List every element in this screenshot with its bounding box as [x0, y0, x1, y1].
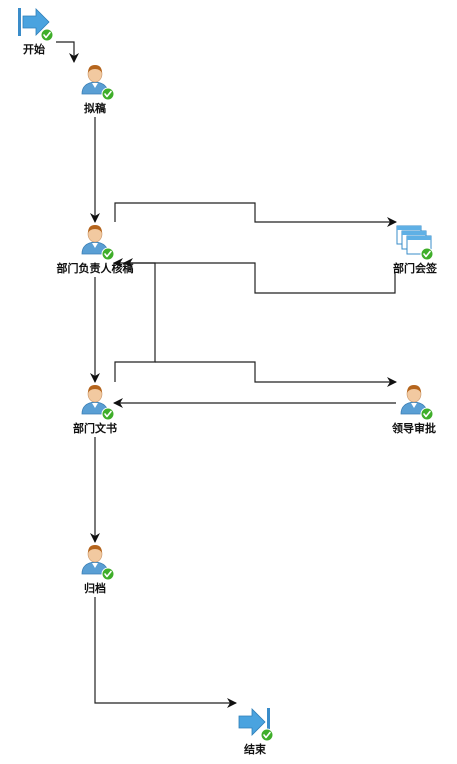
node-label: 领导审批: [391, 421, 436, 435]
node-label: 部门会签: [393, 261, 438, 275]
node-label: 开始: [23, 42, 45, 56]
check-icon: [260, 728, 274, 742]
check-icon: [101, 247, 115, 261]
node-label: 归档: [84, 581, 106, 595]
node-label: 拟稿: [84, 101, 106, 115]
edge-dept-head-review-to-countersign: [114, 202, 397, 227]
edge-archive-to-end: [94, 597, 237, 708]
edge-countersign-to-dept-head-review: [113, 258, 396, 294]
check-icon: [420, 247, 434, 261]
node-end[interactable]: 结束: [238, 707, 274, 756]
edge-dept-clerk-to-dept-head-review: [114, 258, 156, 382]
node-label: 部门负责人核稿: [57, 261, 134, 275]
edge-start-to-draft: [56, 41, 79, 63]
node-label: 部门文书: [73, 421, 117, 435]
check-icon: [420, 407, 434, 421]
check-icon: [101, 407, 115, 421]
node-dept-clerk[interactable]: 部门文书: [73, 384, 117, 435]
node-archive[interactable]: 归档: [81, 544, 115, 595]
node-leader-approval[interactable]: 领导审批: [391, 384, 436, 435]
edge-dept-clerk-to-leader-approval: [155, 361, 397, 387]
check-icon: [40, 28, 54, 42]
node-start[interactable]: 开始: [17, 7, 54, 56]
check-icon: [101, 567, 115, 581]
edges: [56, 41, 397, 708]
node-label: 结束: [243, 742, 267, 756]
check-icon: [101, 87, 115, 101]
node-dept-head-review[interactable]: 部门负责人核稿: [57, 224, 134, 275]
node-draft[interactable]: 拟稿: [81, 64, 115, 115]
node-dept-countersign[interactable]: 部门会签: [393, 225, 438, 275]
